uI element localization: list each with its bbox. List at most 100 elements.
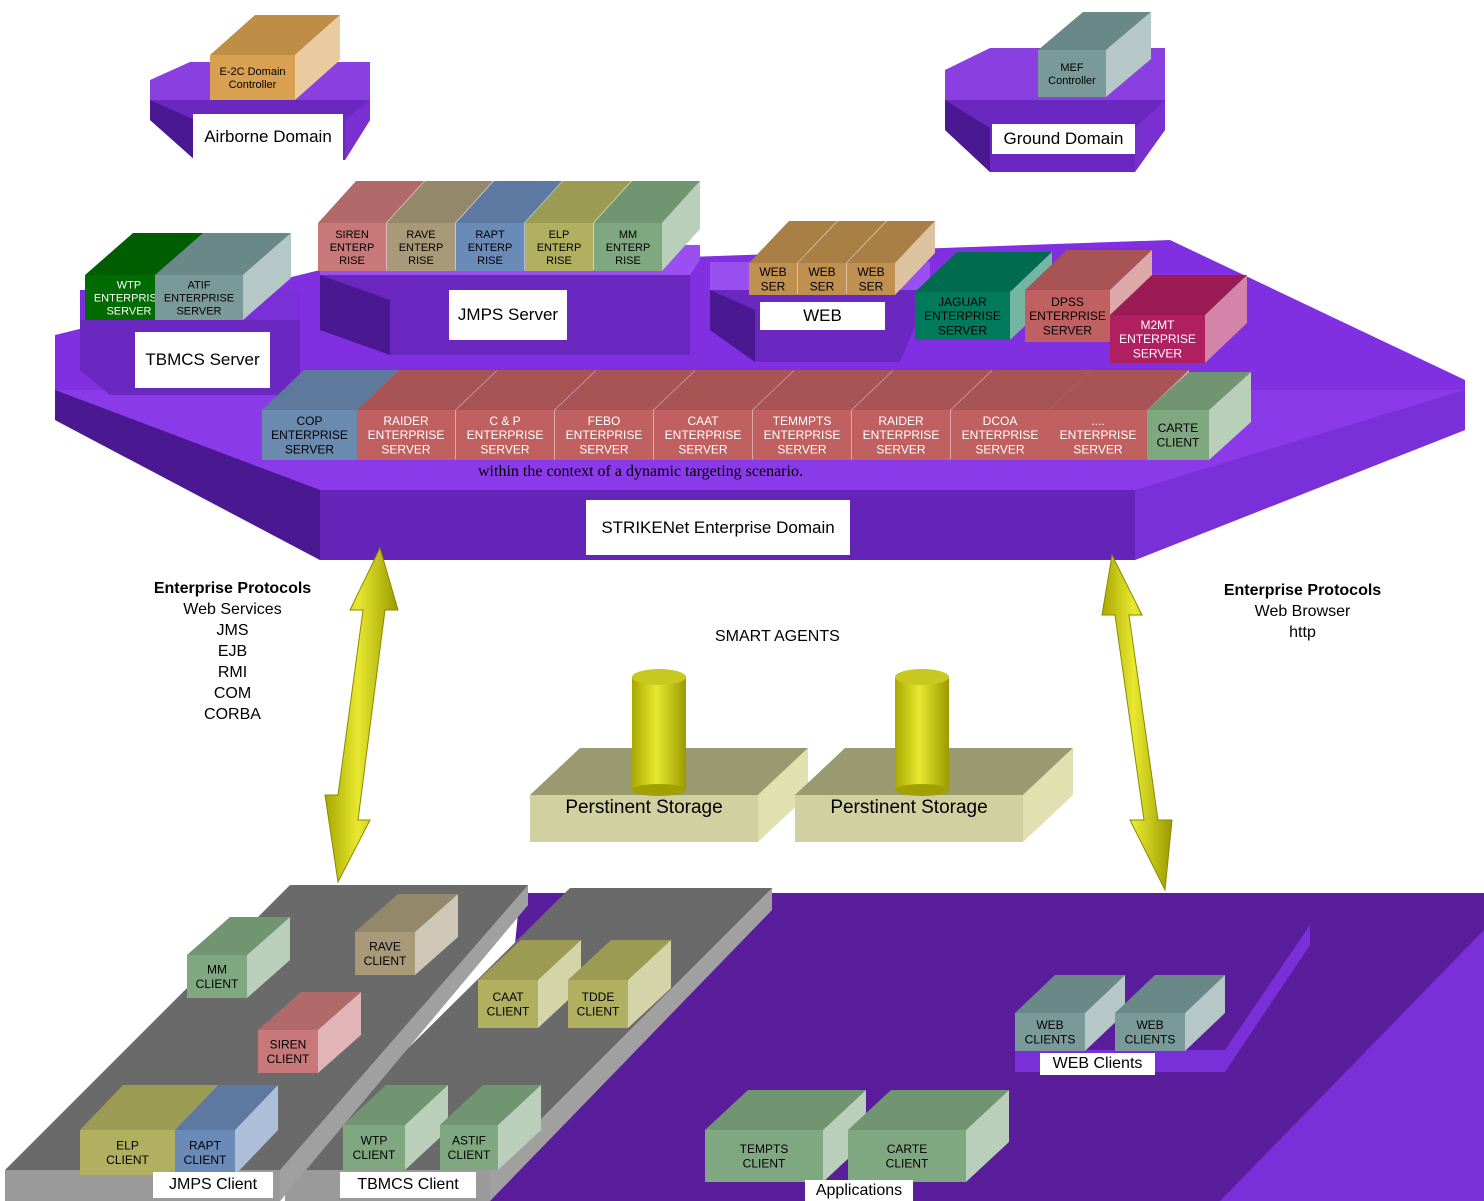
- box-label: ASTIF: [452, 1134, 486, 1148]
- box-label: E-2C Domain: [219, 66, 285, 78]
- left-protocol-arrow: [324, 546, 399, 884]
- jmps-client-label: JMPS Client: [153, 1172, 273, 1198]
- left-protocol-item: Web Services: [183, 601, 282, 618]
- tbmcs-client-label: TBMCS Client: [340, 1172, 476, 1198]
- storage-label-1: Perstinent Storage: [565, 797, 723, 818]
- box-label: ENTERPRISE: [467, 428, 544, 442]
- box-label: ENTERPRISE: [368, 428, 445, 442]
- box-label: WEB: [1136, 1018, 1163, 1032]
- box-label: C & P: [489, 414, 520, 428]
- box-label: WTP: [361, 1134, 388, 1148]
- box-label: DPSS: [1051, 295, 1084, 309]
- box-label: CLIENT: [743, 1156, 786, 1170]
- box-label: RAVE: [406, 229, 435, 241]
- box-label: RISE: [408, 255, 434, 267]
- web-clients-platform: [1015, 925, 1310, 1072]
- web-clients-label: WEB Clients: [1040, 1053, 1155, 1075]
- box-label: RAVE: [369, 940, 401, 954]
- box-label: ENTERPRISE: [665, 428, 742, 442]
- smart-agents-label: SMART AGENTS: [715, 628, 840, 645]
- box-label: CLIENT: [1157, 435, 1200, 449]
- jmps-server-label: JMPS Server: [449, 290, 567, 340]
- storage-label-2: Perstinent Storage: [830, 797, 988, 818]
- box-label: MM: [619, 229, 637, 241]
- box-label: M2MT: [1141, 318, 1176, 332]
- box-label: SERVER: [480, 442, 529, 456]
- airborne-domain-label: Airborne Domain: [193, 114, 343, 160]
- box-label: DCOA: [983, 414, 1018, 428]
- box-label: CARTE: [887, 1142, 927, 1156]
- box-label: TEMPTS: [740, 1142, 789, 1156]
- web-server-label: WEB: [760, 302, 885, 330]
- box-label: WEB: [1036, 1018, 1063, 1032]
- box-label: ATIF: [187, 279, 210, 291]
- right-protocol-item: Web Browser: [1254, 603, 1351, 620]
- box-label: ....: [1091, 414, 1104, 428]
- left-protocol-item: JMS: [216, 622, 249, 639]
- box-label: CLIENT: [886, 1156, 929, 1170]
- box-label: SERVER: [381, 442, 430, 456]
- box-label: SERVER: [777, 442, 826, 456]
- left-protocols: Enterprise Protocols Web Services JMS EJ…: [110, 578, 355, 725]
- box-label: CAAT: [687, 414, 719, 428]
- box-label: Controller: [229, 79, 277, 91]
- right-protocols: Enterprise Protocols Web Browser http: [1185, 580, 1420, 643]
- right-protocol-arrow: [1101, 553, 1173, 892]
- box-label: CLIENT: [364, 954, 407, 968]
- box-label: ENTERP: [537, 242, 582, 254]
- box-label: SERVER: [975, 442, 1024, 456]
- box-label: ENTERPRISE: [863, 428, 940, 442]
- box-label: ENTERPRISE: [962, 428, 1039, 442]
- box-label: CLIENTS: [1125, 1032, 1176, 1046]
- box-label: TEMMPTS: [773, 414, 832, 428]
- box-label: SERVER: [876, 442, 925, 456]
- box-label: RAIDER: [383, 414, 429, 428]
- left-protocol-item: RMI: [217, 664, 248, 681]
- box-label: ENTERPRISE: [1029, 309, 1106, 323]
- box-label: ENTERP: [330, 242, 375, 254]
- box-label: WTP: [117, 279, 141, 291]
- enterprise-caption: within the context of a dynamic targetin…: [478, 463, 803, 480]
- box-label: CLIENT: [106, 1153, 149, 1167]
- box-label: MEF: [1060, 62, 1084, 74]
- box-label: ENTERPRISE: [1119, 332, 1196, 346]
- box-label: CLIENTS: [1025, 1032, 1076, 1046]
- left-protocol-item: EJB: [217, 643, 248, 660]
- right-protocol-item: http: [1289, 624, 1316, 641]
- box-label: SERVER: [106, 305, 151, 317]
- box-label: SERVER: [678, 442, 727, 456]
- box-label: RISE: [615, 255, 641, 267]
- box-label: SIREN: [270, 1038, 307, 1052]
- agent-cylinder-1: [632, 669, 686, 796]
- box-label: CLIENT: [184, 1153, 227, 1167]
- box-label: COP: [296, 414, 322, 428]
- box-label: RAIDER: [878, 414, 924, 428]
- box-label: ENTERPRISE: [924, 309, 1001, 323]
- box-label: CLIENT: [487, 1004, 530, 1018]
- box-label: WEB: [808, 265, 835, 279]
- box-label: CAAT: [492, 990, 524, 1004]
- box-label: SERVER: [285, 442, 334, 456]
- box-label: ENTERPRISE: [164, 292, 234, 304]
- applications-label: Applications: [805, 1180, 913, 1201]
- box-label: ENTERP: [468, 242, 513, 254]
- box-label: SER: [859, 279, 884, 293]
- box-label: ENTERP: [399, 242, 444, 254]
- box-label: JAGUAR: [938, 295, 987, 309]
- box-label: CLIENT: [577, 1004, 620, 1018]
